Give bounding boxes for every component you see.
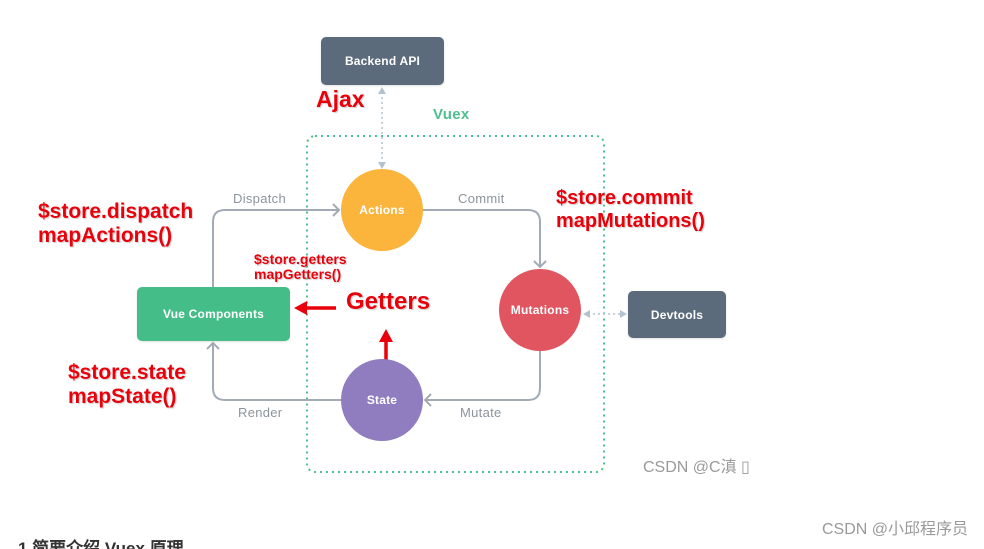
commit-connector [423,209,547,269]
state-annotation-line-2: mapState() [68,385,177,408]
devtools-link-left-arrowhead [583,310,590,318]
actions-node: Actions [341,169,423,251]
getters-left-arrow-head [294,301,307,315]
getters-left-arrow [294,301,336,315]
devtools-node: Devtools [628,291,726,338]
ajax-link [378,87,386,169]
getters-hint-line-1: $store.getters [254,251,347,267]
vuex-boundary-label: Vuex [433,106,470,123]
backend-api-label: Backend API [344,54,421,68]
getters-hint-line-2: mapGetters() [254,266,342,282]
dispatch-connector-line [212,209,339,287]
commit-edge-label: Commit [458,191,505,206]
dispatch-arrowhead [332,203,341,217]
mutate-connector [423,351,541,407]
state-label: State [366,393,398,407]
dispatch-connector [212,203,341,287]
next-section-heading: 1 简要介绍 Vuex 原理 [18,539,184,549]
devtools-link-right-arrowhead [620,310,627,318]
ajax-annotation: Ajax [316,86,365,112]
state-annotation-line-1: $store.state [68,361,186,384]
dispatch-edge-label: Dispatch [233,191,286,206]
state-node: State [341,359,423,441]
vue-components-node: Vue Components [137,287,290,341]
render-connector [206,341,342,401]
mutate-arrowhead [423,393,432,407]
mutate-edge-label: Mutate [460,405,502,420]
vue-components-label: Vue Components [162,307,265,321]
mutations-label: Mutations [510,303,570,317]
ajax-link-up-arrowhead [378,87,386,94]
commit-annotation-line-1: $store.commit [556,187,693,209]
page-watermark: CSDN @小邱程序员 [821,521,968,538]
backend-api-node: Backend API [321,37,444,85]
getters-hint-annotation: $store.getters mapGetters() [254,252,347,282]
render-connector-line [212,343,342,401]
state-annotation: $store.state mapState() [68,361,186,409]
render-edge-label: Render [238,405,283,420]
render-arrowhead [206,341,220,350]
actions-label: Actions [359,203,405,217]
commit-connector-line [423,209,541,267]
devtools-link [583,310,627,318]
mutate-connector-line [425,351,541,401]
commit-annotation-line-2: mapMutations() [556,210,705,232]
dispatch-annotation: $store.dispatch mapActions() [38,200,193,248]
mutations-node: Mutations [499,269,581,351]
getters-up-arrow-head [379,329,393,342]
getters-annotation: Getters [346,288,431,315]
dispatch-annotation-line-2: mapActions() [38,224,173,247]
ajax-link-down-arrowhead [378,162,386,169]
commit-annotation: $store.commit mapMutations() [556,187,705,233]
commit-arrowhead [533,260,547,269]
image-watermark: CSDN @C滇 ▯ [643,459,750,476]
dispatch-annotation-line-1: $store.dispatch [38,200,194,223]
devtools-label: Devtools [650,307,704,322]
